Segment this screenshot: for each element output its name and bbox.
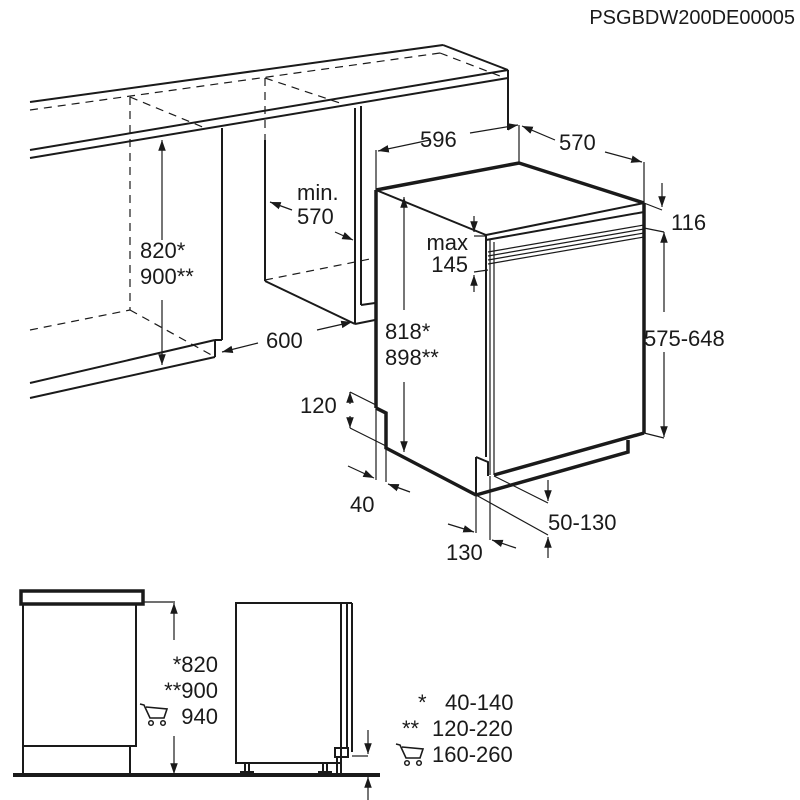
- dishwasher-body: [374, 125, 646, 497]
- top-gap-label-2: 145: [431, 252, 468, 277]
- countertop: [29, 44, 509, 159]
- plinth-range-1-prefix: *: [418, 690, 427, 715]
- cart-icon: [139, 703, 169, 727]
- appliance-depth-label: 570: [559, 130, 596, 155]
- plinth-range-2-prefix: **: [402, 716, 420, 741]
- plinth-recess-label: 40: [350, 492, 374, 517]
- plinth-height-label: 120: [300, 393, 337, 418]
- plinth-range-2-value: 120-220: [432, 716, 513, 741]
- door-panel-height-label: 575-648: [644, 326, 725, 351]
- side-view-cabinet: [19, 589, 175, 775]
- niche-height-label-2: 900**: [140, 264, 194, 289]
- appliance-height-label-2: 898**: [385, 345, 439, 370]
- height-820-label: *820: [173, 652, 218, 677]
- niche-width-label: 600: [266, 328, 303, 353]
- plinth-depth-label: 130: [446, 540, 483, 565]
- appliance-height-label-1: 818*: [385, 319, 431, 344]
- niche-height-label-1: 820*: [140, 238, 186, 263]
- height-900-label: **900: [164, 678, 218, 703]
- top-gap-label-1: max: [426, 230, 468, 255]
- niche-outline: [29, 77, 376, 399]
- plinth-range-label: 50-130: [548, 510, 617, 535]
- appliance-width-label: 596: [420, 127, 457, 152]
- plinth-range-1-value: 40-140: [445, 690, 514, 715]
- side-view-appliance: [235, 602, 368, 775]
- plinth-range-3-value: 160-260: [432, 742, 513, 767]
- cart-icon: [395, 743, 425, 767]
- height-940-label: 940: [181, 704, 218, 729]
- niche-depth-label-1: min.: [297, 180, 339, 205]
- panel-offset-label: 116: [671, 210, 706, 235]
- document-code: PSGBDW200DE00005: [589, 7, 795, 29]
- niche-depth-label-2: 570: [297, 204, 334, 229]
